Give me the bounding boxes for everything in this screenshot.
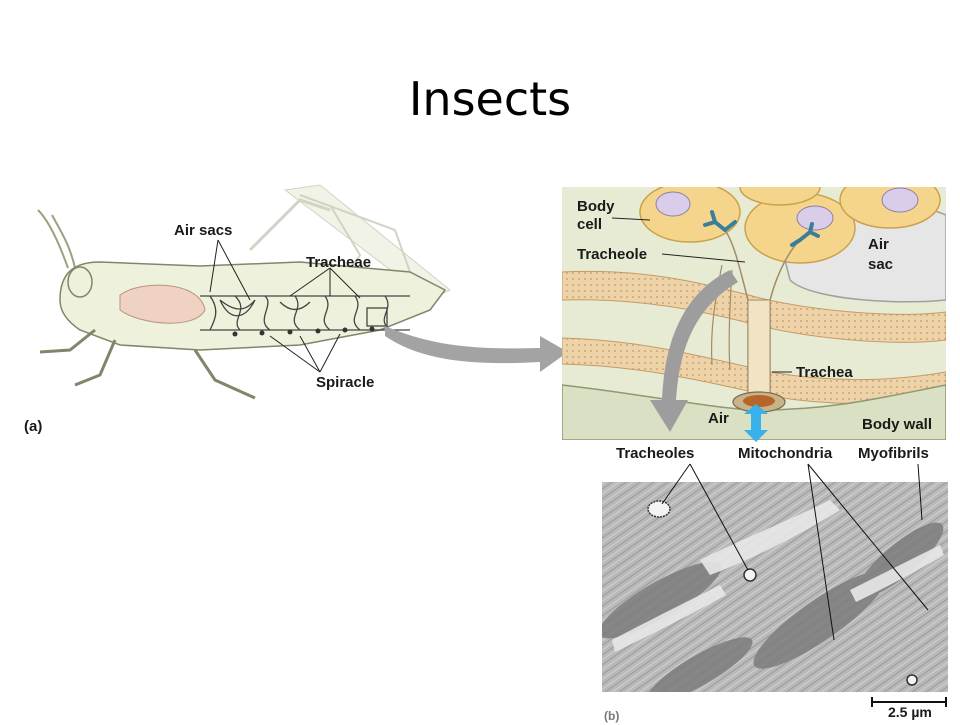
antenna (37, 209, 69, 269)
grasshopper-body (59, 261, 447, 351)
front-leg (74, 339, 117, 387)
label-trachea: Trachea (796, 364, 853, 381)
label-body-cell-line1: Body (577, 198, 615, 215)
label-tracheoles: Tracheoles (616, 445, 695, 462)
label-spiracle: Spiracle (316, 374, 375, 391)
grasshopper-eye (67, 266, 93, 298)
scale-bar-label: 2.5 µm (888, 704, 932, 720)
panel-a-tag: (a) (24, 418, 43, 435)
front-leg (39, 328, 96, 354)
grasshopper-illustration (37, 184, 451, 400)
body-cells (639, 187, 941, 264)
slide-title: Insects (408, 72, 572, 126)
spiracles (232, 326, 375, 337)
label-air-sac-line1: Air (868, 236, 889, 253)
trachea-tube (703, 210, 820, 413)
scale-bar (871, 697, 947, 707)
label-myofibrils: Myofibrils (858, 445, 929, 462)
electron-micrograph (602, 482, 948, 692)
air-flow-arrow (744, 404, 768, 442)
middle-leg (193, 349, 256, 400)
label-air-sac-line2: sac (868, 256, 894, 273)
micrograph-leaders (661, 463, 929, 641)
digestive-tract (119, 284, 206, 324)
leader-lines (209, 239, 361, 373)
panel-b-tag: (b) (604, 709, 620, 723)
magnify-arrow (385, 326, 568, 372)
tissue-detail-panel (562, 187, 946, 440)
label-mitochondria: Mitochondria (738, 445, 833, 462)
label-air: Air (708, 410, 729, 427)
tracheae-network (200, 295, 410, 331)
antenna (51, 214, 76, 269)
label-body-cell-line2: cell (577, 216, 603, 233)
label-body-wall: Body wall (862, 416, 933, 433)
panel-b-leaders (611, 217, 792, 373)
label-air-sacs: Air sacs (174, 222, 233, 239)
label-tracheae: Tracheae (306, 254, 372, 271)
label-tracheole: Tracheole (577, 246, 648, 263)
curved-arrow (650, 270, 738, 432)
